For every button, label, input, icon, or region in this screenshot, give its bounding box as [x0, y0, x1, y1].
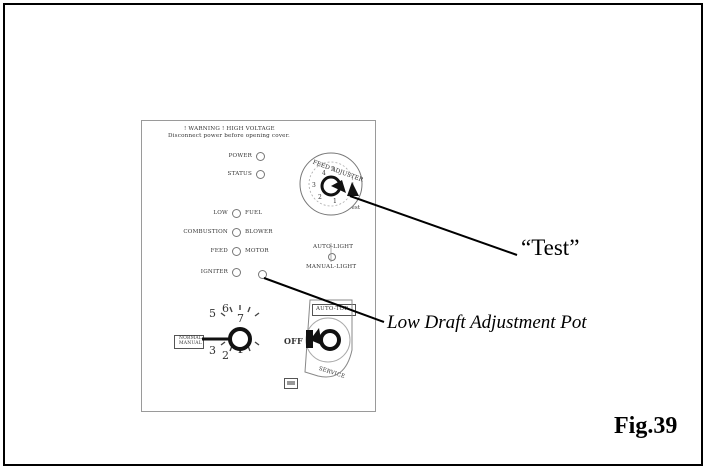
manual-label: MANUAL: [179, 341, 202, 346]
mode-switch[interactable]: [304, 299, 353, 378]
feed-motor-led: [232, 247, 241, 256]
normal-manual-box: NORMAL MANUAL: [174, 335, 204, 349]
warning-line-1: ! WARNING ! HIGH VOLTAGE: [184, 126, 275, 132]
selector-number-5: 5: [209, 307, 217, 320]
igniter-label: IGNITER: [200, 269, 228, 275]
test-callout-line: [349, 195, 518, 256]
selector-number-3: 3: [209, 344, 217, 357]
status-led: [256, 170, 265, 179]
fuel-label: FUEL: [245, 210, 263, 216]
feed-dial-number-4: 4: [322, 170, 326, 177]
low-fuel-led: [232, 209, 241, 218]
manual-light-label: MANUAL-LIGHT: [306, 264, 357, 270]
feed-dial-number-5: 5: [331, 166, 335, 173]
feed-adjuster-dial[interactable]: [299, 152, 363, 216]
power-led: [256, 152, 265, 161]
selector-number-7: 7: [237, 312, 245, 325]
selector-number-6: 6: [222, 302, 230, 315]
feed-dial-number-1: 1: [333, 198, 337, 205]
small-indicator-box: [284, 378, 298, 389]
light-mode-switch[interactable]: [328, 253, 336, 261]
figure-number: Fig.39: [614, 413, 678, 439]
test-small-label: Test: [348, 205, 361, 211]
auto-light-label: AUTO-LIGHT: [313, 244, 354, 250]
low-draft-adjustment-pot[interactable]: [258, 270, 267, 279]
feed-dial-number-3: 3: [312, 182, 316, 189]
low-draft-callout-label: Low Draft Adjustment Pot: [387, 312, 587, 333]
selector-dial[interactable]: [202, 305, 260, 353]
combustion-blower-led: [232, 228, 241, 237]
test-callout-label: “Test”: [521, 235, 580, 260]
feed-dial-number-2: 2: [318, 194, 322, 201]
low-label: LOW: [213, 210, 228, 216]
auto-top-label: AUTO-TOP: [316, 306, 349, 312]
blower-label: BLOWER: [245, 229, 273, 235]
status-label: STATUS: [227, 171, 252, 177]
motor-label: MOTOR: [245, 248, 269, 254]
off-label: OFF: [284, 336, 303, 346]
power-label: POWER: [228, 153, 252, 159]
combustion-label: COMBUSTION: [183, 229, 228, 235]
feed-label: FEED: [210, 248, 228, 254]
selector-number-2: 2: [222, 349, 230, 362]
warning-line-2: Disconnect power before opening cover.: [168, 133, 290, 139]
low-draft-callout-line: [263, 277, 385, 323]
normal-label: NORMAL: [179, 336, 203, 341]
igniter-led: [232, 268, 241, 277]
